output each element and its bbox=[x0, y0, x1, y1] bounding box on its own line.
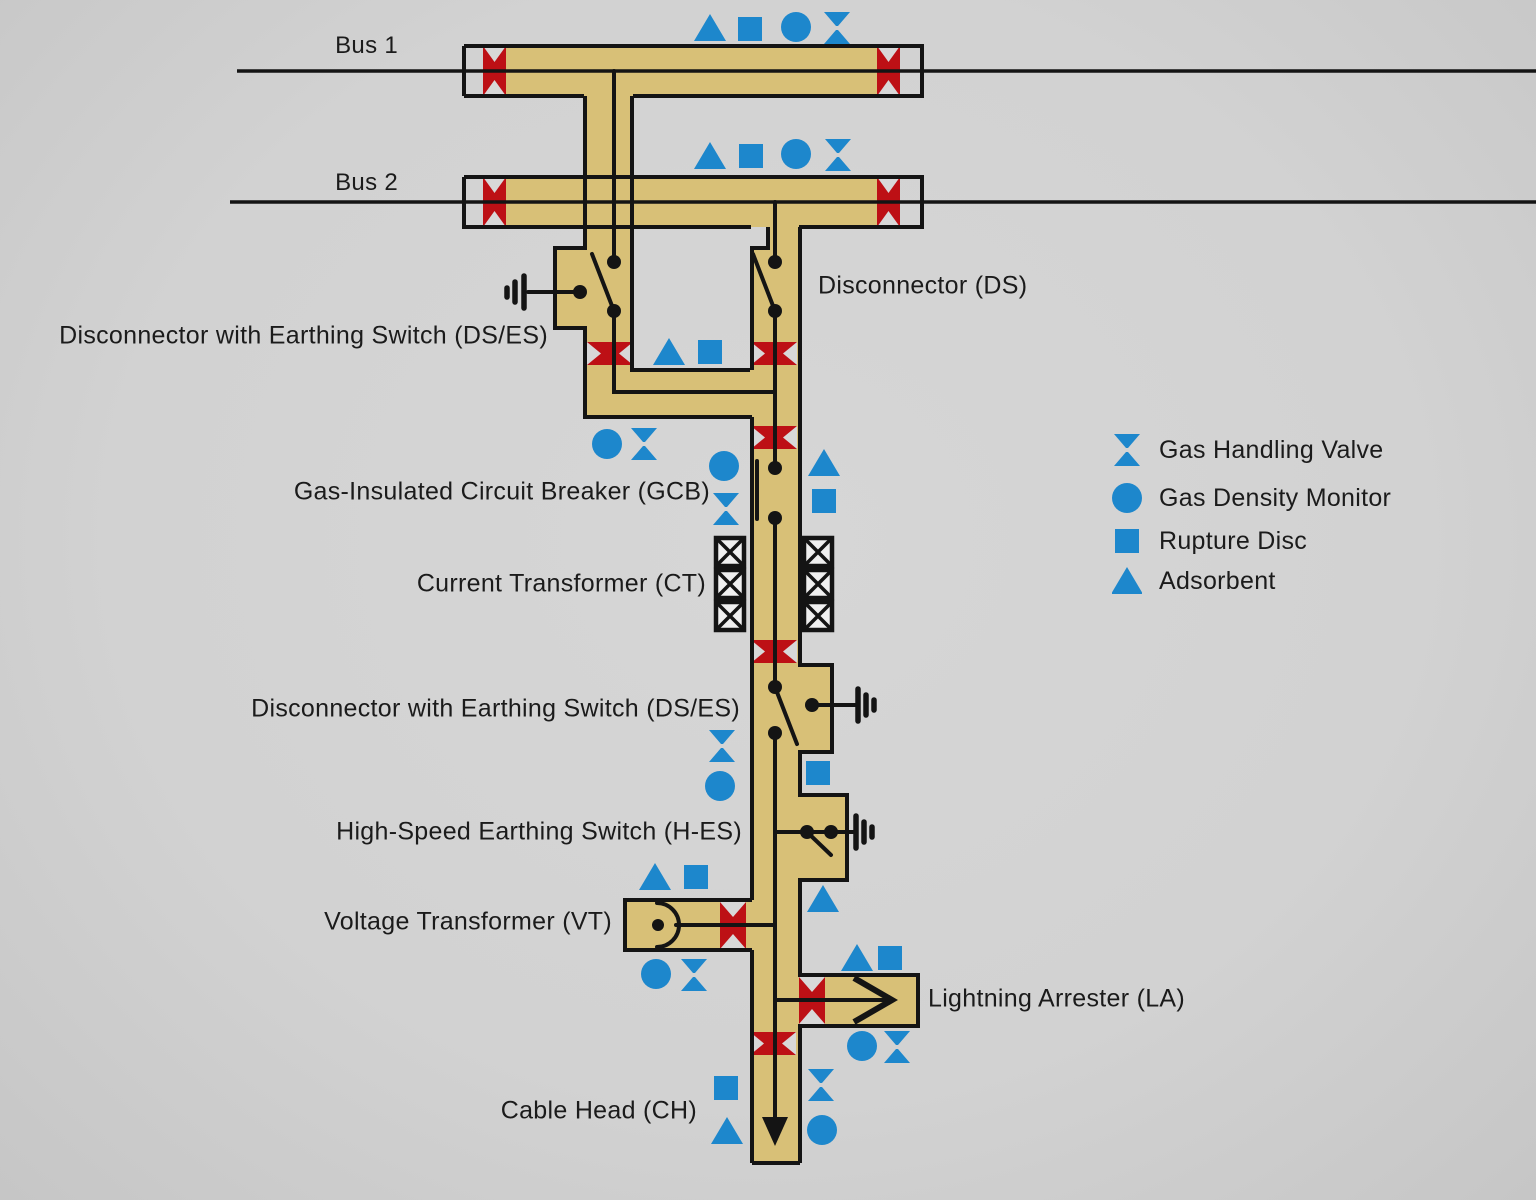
gas-handling-valve-icon bbox=[808, 1069, 834, 1101]
adsorbent-icon bbox=[653, 338, 685, 365]
ct-winding-box bbox=[804, 602, 832, 630]
rupture-disc-icon bbox=[812, 489, 836, 513]
adsorbent-icon bbox=[711, 1117, 743, 1144]
enclosure-pipes bbox=[506, 46, 918, 1163]
rupture-disc-icon bbox=[714, 1076, 738, 1100]
rupture-disc-icon bbox=[878, 946, 902, 970]
adsorbent-icon bbox=[841, 944, 873, 971]
legend-label: Rupture Disc bbox=[1159, 526, 1308, 555]
bus-2-label: Bus 2 bbox=[335, 169, 398, 196]
adsorbent-icon bbox=[808, 449, 840, 476]
rupture-disc-icon bbox=[738, 17, 762, 41]
ds-es-upper-switch bbox=[526, 69, 777, 394]
rupture-disc-icon bbox=[806, 761, 830, 785]
adsorbent-icon bbox=[694, 142, 726, 169]
ct-winding-box bbox=[716, 538, 744, 566]
disconnector-earthing-switch-upper-label: Disconnector with Earthing Switch (DS/ES… bbox=[59, 321, 548, 350]
gas-barrier-insulator bbox=[587, 342, 633, 365]
disconnector-earthing-switch-lower-label: Disconnector with Earthing Switch (DS/ES… bbox=[251, 694, 740, 723]
earth-symbol bbox=[855, 686, 877, 724]
gas-handling-valve-icon bbox=[709, 730, 735, 762]
voltage-transformer-label: Voltage Transformer (VT) bbox=[324, 907, 612, 936]
adsorbent-icon bbox=[807, 885, 839, 912]
bus1-feeder-trunk-pipe bbox=[555, 50, 752, 417]
legend-label: Adsorbent bbox=[1159, 566, 1276, 595]
lightning-arrester-label: Lightning Arrester (LA) bbox=[928, 984, 1186, 1013]
cable-head-label: Cable Head (CH) bbox=[500, 1096, 697, 1125]
cable-head-arrow bbox=[762, 1117, 788, 1146]
gas-handling-valve-icon bbox=[824, 12, 850, 44]
rupture-disc-icon bbox=[698, 340, 722, 364]
gas-density-monitor-icon bbox=[847, 1031, 877, 1061]
la-symbol bbox=[773, 975, 898, 1025]
gas-handling-valve-icon bbox=[884, 1031, 910, 1063]
disconnector-label: Disconnector (DS) bbox=[818, 271, 1028, 300]
ct-winding-box bbox=[804, 570, 832, 598]
adsorbent-icon bbox=[639, 863, 671, 890]
earth-symbol bbox=[504, 273, 527, 311]
gas-density-monitor-icon bbox=[641, 959, 671, 989]
gas-density-monitor-icon bbox=[807, 1115, 837, 1145]
gas-handling-valve-icon bbox=[713, 493, 739, 525]
gas-handling-valve-icon bbox=[681, 959, 707, 991]
circuit-breaker-label: Gas-Insulated Circuit Breaker (GCB) bbox=[293, 477, 710, 506]
bus-1-label: Bus 1 bbox=[335, 32, 398, 59]
legend-item: Rupture Disc bbox=[1112, 524, 1307, 558]
vt-symbol bbox=[655, 901, 777, 949]
legend-item: Adsorbent bbox=[1112, 564, 1276, 598]
high-speed-earthing-switch-label: High-Speed Earthing Switch (H-ES) bbox=[336, 817, 742, 846]
rupture-disc-icon bbox=[1115, 529, 1139, 553]
enclosure-outlines bbox=[462, 44, 924, 1165]
gas-density-monitor-icon bbox=[709, 451, 739, 481]
adsorbent-icon bbox=[1112, 567, 1142, 594]
legend-item: Gas Handling Valve bbox=[1112, 433, 1384, 467]
legend-label: Gas Density Monitor bbox=[1159, 483, 1392, 512]
gas-density-monitor-icon bbox=[592, 429, 622, 459]
contact-dots bbox=[573, 255, 838, 931]
rupture-disc-icon bbox=[684, 865, 708, 889]
ct-winding-box bbox=[716, 602, 744, 630]
legend-item: Gas Density Monitor bbox=[1112, 481, 1391, 515]
ct-winding-box bbox=[804, 538, 832, 566]
rupture-disc-icon bbox=[739, 144, 763, 168]
ds-switch bbox=[751, 200, 777, 470]
gas-handling-valve-icon bbox=[825, 139, 851, 171]
gas-density-monitor-icon bbox=[1112, 483, 1142, 513]
gas-density-monitor-icon bbox=[705, 771, 735, 801]
earth-symbol bbox=[853, 813, 875, 851]
adsorbent-icon bbox=[694, 14, 726, 41]
gas-density-monitor-icon bbox=[781, 139, 811, 169]
gas-handling-valve-icon bbox=[1114, 434, 1140, 466]
gas-handling-valve-icon bbox=[631, 428, 657, 460]
ct-winding-box bbox=[716, 570, 744, 598]
gas-density-monitor-icon bbox=[781, 12, 811, 42]
current-transformer-label: Current Transformer (CT) bbox=[416, 569, 706, 598]
bus-conductors bbox=[230, 69, 1536, 204]
legend-label: Gas Handling Valve bbox=[1159, 435, 1384, 464]
gcb-symbol bbox=[755, 459, 777, 689]
